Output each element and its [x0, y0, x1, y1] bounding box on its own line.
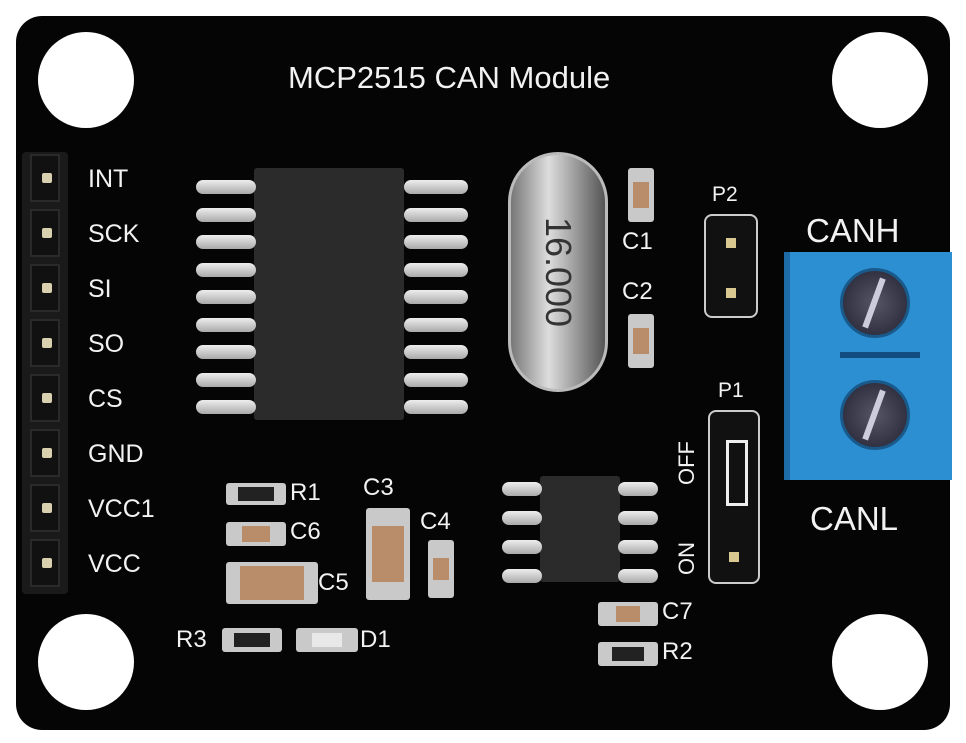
chip-lead	[196, 345, 256, 359]
chip-lead	[502, 540, 542, 554]
board-title: MCP2515 CAN Module	[288, 60, 611, 95]
resistor-r1	[226, 483, 286, 505]
header-pin	[30, 374, 60, 422]
capacitor-c2	[628, 314, 654, 368]
chip-lead	[404, 400, 468, 414]
chip-lead	[196, 290, 256, 304]
chip-lead	[404, 235, 468, 249]
label-off: OFF	[674, 441, 699, 485]
chip-lead	[196, 400, 256, 414]
pin-label: CS	[88, 385, 123, 413]
chip-lead	[404, 345, 468, 359]
label-c6: C6	[290, 518, 321, 545]
label-c7: C7	[662, 598, 693, 625]
capacitor-c7	[598, 602, 658, 626]
chip-lead	[618, 569, 658, 583]
header-pin	[30, 539, 60, 587]
chip-lead	[404, 180, 468, 194]
capacitor-c6	[226, 522, 286, 546]
chip-lead	[502, 511, 542, 525]
chip-lead	[196, 262, 256, 277]
mounting-hole	[832, 614, 928, 710]
label-canh: CANH	[806, 212, 900, 249]
label-d1: D1	[360, 626, 391, 653]
resistor-r3	[222, 628, 282, 652]
chip-lead	[404, 262, 468, 277]
capacitor-c5	[226, 562, 318, 604]
pin-label: INT	[88, 165, 129, 193]
chip-lead	[618, 511, 658, 525]
mcp2515-chip	[254, 168, 404, 420]
screw-canl[interactable]	[840, 380, 910, 450]
label-p1: P1	[718, 379, 744, 402]
mounting-hole	[38, 614, 134, 710]
chip-lead	[618, 482, 658, 496]
resistor-r2	[598, 642, 658, 666]
label-c4: C4	[420, 508, 451, 535]
jumper-p1[interactable]	[708, 410, 760, 584]
header-pin	[30, 264, 60, 312]
pin-header	[22, 152, 68, 594]
chip-lead	[196, 207, 256, 222]
jumper-p2[interactable]	[704, 214, 758, 318]
crystal-label: 16.000	[538, 216, 579, 328]
pin-label: SCK	[88, 220, 140, 248]
label-c5: C5	[318, 569, 349, 596]
chip-lead	[196, 235, 256, 249]
chip-lead	[618, 540, 658, 554]
capacitor-c3	[366, 508, 410, 600]
label-p2: P2	[712, 183, 738, 206]
chip-lead	[196, 372, 256, 387]
header-pin	[30, 154, 60, 202]
capacitor-c1	[628, 168, 654, 222]
chip-lead	[196, 317, 256, 332]
header-pin	[30, 429, 60, 477]
transceiver-chip	[540, 476, 620, 582]
header-pin	[30, 319, 60, 367]
crystal-oscillator: 16.000	[508, 152, 608, 392]
capacitor-c4	[428, 540, 454, 598]
screw-canh[interactable]	[840, 268, 910, 338]
header-pin	[30, 209, 60, 257]
screw-terminal	[784, 252, 952, 480]
label-r1: R1	[290, 479, 321, 506]
pin-label: SI	[88, 275, 112, 303]
label-r3: R3	[176, 626, 207, 653]
header-pin	[30, 484, 60, 532]
chip-lead	[404, 207, 468, 222]
label-canl: CANL	[810, 500, 899, 537]
chip-lead	[404, 317, 468, 332]
chip-lead	[196, 180, 256, 194]
label-c2: C2	[622, 278, 653, 305]
chip-lead	[502, 482, 542, 496]
label-c3: C3	[363, 474, 394, 501]
mounting-hole	[832, 32, 928, 128]
mounting-hole	[38, 32, 134, 128]
pin-label: VCC	[88, 550, 141, 578]
chip-lead	[502, 569, 542, 583]
label-r2: R2	[662, 638, 693, 665]
pin-label: SO	[88, 330, 125, 358]
label-on: ON	[674, 542, 699, 575]
chip-lead	[404, 372, 468, 387]
led-d1	[296, 628, 358, 652]
label-c1: C1	[622, 228, 653, 255]
pin-label: GND	[88, 440, 144, 468]
chip-lead	[404, 290, 468, 304]
pin-label: VCC1	[88, 495, 155, 523]
